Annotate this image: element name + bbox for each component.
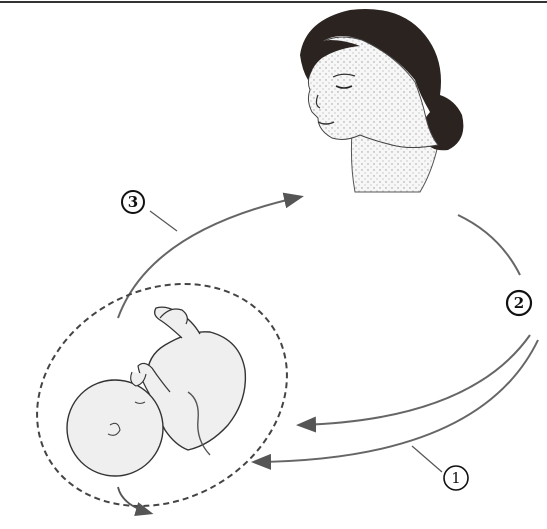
label-1-leader	[412, 446, 442, 472]
woman-head-illustration	[300, 9, 463, 192]
label-1-text: 1	[451, 469, 461, 487]
arrow-out-bottom	[118, 487, 150, 513]
arrow-2-inner	[300, 335, 530, 425]
label-3: 3	[122, 191, 144, 213]
label-3-text: 3	[128, 193, 138, 211]
label-2: 2	[507, 291, 531, 315]
arrow-3-curve	[118, 197, 300, 318]
arrow-2-outer	[255, 340, 538, 462]
fetus-head	[67, 380, 163, 476]
label-2-text: 2	[514, 294, 524, 312]
fetus-illustration	[67, 307, 245, 476]
label-1: 1	[444, 466, 468, 490]
arrow-head-to-2	[458, 215, 520, 275]
label-3-leader	[150, 211, 177, 231]
